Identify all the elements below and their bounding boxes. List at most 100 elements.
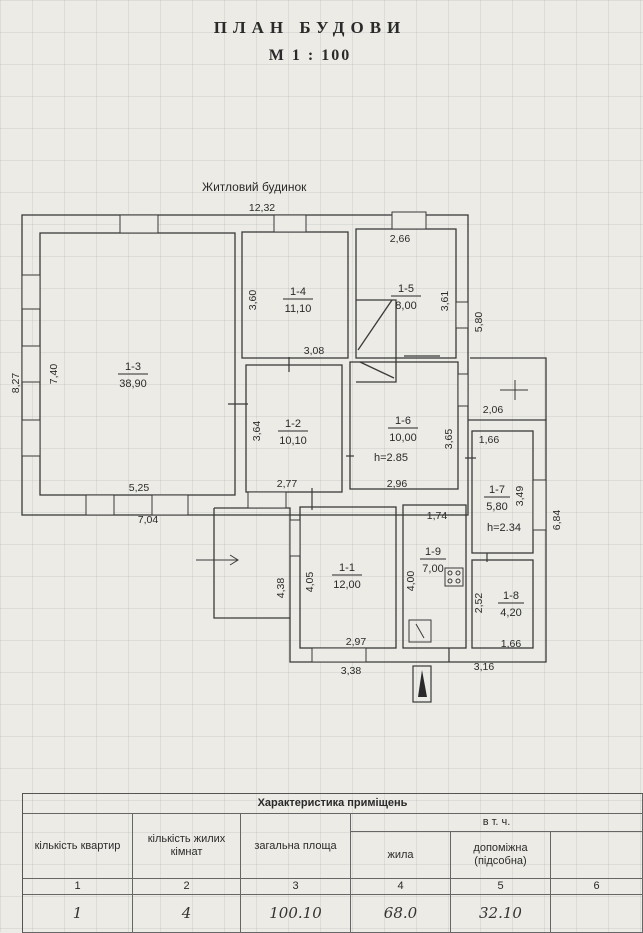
dimension: 7,04 xyxy=(138,514,159,526)
window xyxy=(457,373,469,407)
col-number: 6 xyxy=(551,879,643,895)
dimension: 2,96 xyxy=(387,478,408,490)
floor-plan: Житловий будинок 1-3 38,90 1-4 11,10 1-5… xyxy=(10,180,563,703)
dimension: 1,66 xyxy=(501,638,522,650)
dimension: 4,00 xyxy=(405,571,417,592)
dimension: 8,27 xyxy=(10,373,22,394)
window xyxy=(21,419,41,457)
north-arrow-icon xyxy=(412,665,432,703)
window xyxy=(85,494,115,516)
col-number: 2 xyxy=(133,879,241,895)
window xyxy=(21,274,41,310)
window xyxy=(151,494,189,516)
col-number: 1 xyxy=(23,879,133,895)
room-area: 5,80 xyxy=(486,501,507,513)
value-total-area: 100.10 xyxy=(241,895,351,933)
value-empty xyxy=(551,895,643,933)
dimension: 2,06 xyxy=(483,404,504,416)
value-apartments: 1 xyxy=(23,895,133,933)
room-1-6-outline xyxy=(349,361,459,490)
header-total-area: загальна площа xyxy=(241,814,351,879)
window xyxy=(289,519,301,557)
stove-icon xyxy=(444,567,464,587)
room-area: 10,00 xyxy=(389,432,417,444)
header-including: в т. ч. xyxy=(351,814,643,832)
room-number: 1-9 xyxy=(425,546,441,558)
dimension: 3,38 xyxy=(341,665,362,677)
ceiling-height: h=2.34 xyxy=(487,522,521,534)
room-area: 8,00 xyxy=(395,300,416,312)
room-number: 1-1 xyxy=(339,562,355,574)
stairs-line-2 xyxy=(359,361,395,379)
room-number: 1-7 xyxy=(489,484,505,496)
dimension: 6,84 xyxy=(551,510,563,531)
outer-wall-main xyxy=(21,214,469,516)
window xyxy=(311,647,367,663)
dimension: 1,66 xyxy=(479,434,500,446)
room-number: 1-4 xyxy=(290,286,306,298)
room-1-9-outline xyxy=(402,504,467,649)
dimension: 4,38 xyxy=(275,578,287,599)
room-area: 4,20 xyxy=(500,607,521,619)
room-number: 1-6 xyxy=(395,415,411,427)
header-empty xyxy=(551,832,643,879)
boiler-icon xyxy=(408,619,432,643)
room-1-2-outline xyxy=(245,364,343,493)
col-number: 4 xyxy=(351,879,451,895)
dimension: 3,49 xyxy=(514,486,526,507)
header-auxiliary: допоміжна (підсобна) xyxy=(451,832,551,879)
dimension: 7,40 xyxy=(48,364,60,385)
ceiling-height: h=2.85 xyxy=(374,452,408,464)
dimension: 3,08 xyxy=(304,345,325,357)
header-apartments: кількість квартир xyxy=(23,814,133,879)
col-number: 5 xyxy=(451,879,551,895)
header-living-rooms: кількість жилих кімнат xyxy=(133,814,241,879)
room-number: 1-3 xyxy=(125,361,141,373)
room-area: 7,00 xyxy=(422,563,443,575)
room-area: 12,00 xyxy=(333,579,361,591)
value-living-rooms: 4 xyxy=(133,895,241,933)
dimension: 3,16 xyxy=(474,661,495,673)
room-number: 1-5 xyxy=(398,283,414,295)
room-1-8-outline xyxy=(471,559,534,649)
dimension: 3,61 xyxy=(439,291,451,312)
side-porch xyxy=(470,357,547,420)
dimension: 2,52 xyxy=(473,593,485,614)
dimension: 3,60 xyxy=(247,290,259,311)
document-title: ПЛАН БУДОВИ xyxy=(213,18,407,37)
dimension: 2,97 xyxy=(346,636,367,648)
dimension: 5,25 xyxy=(129,482,150,494)
dimension: 12,32 xyxy=(249,202,275,214)
window xyxy=(119,214,159,234)
dimension: 4,05 xyxy=(304,572,316,593)
window xyxy=(273,214,307,233)
window xyxy=(21,345,41,383)
window xyxy=(247,491,287,509)
dimension: 2,77 xyxy=(277,478,298,490)
dimension: 3,65 xyxy=(443,429,455,450)
dimension: 2,66 xyxy=(390,233,411,245)
window xyxy=(532,479,547,531)
room-area: 10,10 xyxy=(279,435,307,447)
dimension: 3,64 xyxy=(251,421,263,442)
value-living: 68.0 xyxy=(351,895,451,933)
plan-scale: М 1 : 100 xyxy=(268,47,352,64)
stairs-outline xyxy=(356,299,397,383)
dimension: 1,74 xyxy=(427,510,448,522)
window xyxy=(391,211,427,230)
col-number: 3 xyxy=(241,879,351,895)
stairs-line xyxy=(357,299,393,351)
building-label: Житловий будинок xyxy=(202,180,307,194)
dimension: 5,80 xyxy=(473,312,485,333)
table-title: Характеристика приміщень xyxy=(23,794,643,814)
window xyxy=(455,301,469,329)
room-number: 1-2 xyxy=(285,418,301,430)
room-area: 11,10 xyxy=(285,303,312,315)
value-auxiliary: 32.10 xyxy=(451,895,551,933)
room-number: 1-8 xyxy=(503,590,519,602)
room-area: 38,90 xyxy=(119,378,147,390)
entrance-porch xyxy=(213,508,290,619)
header-living: жила xyxy=(351,832,451,879)
rooms-characteristics-table: Характеристика приміщень кількість кварт… xyxy=(22,793,643,933)
